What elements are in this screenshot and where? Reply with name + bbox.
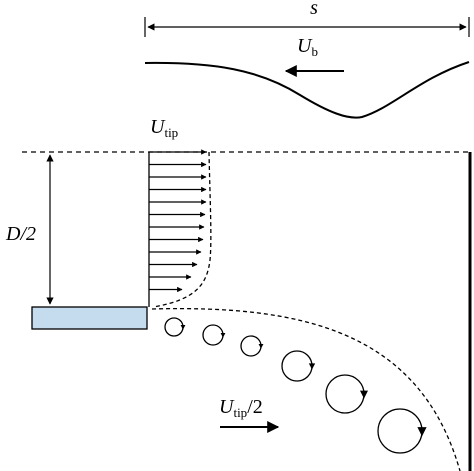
- spacing-dimension: s: [144, 0, 470, 37]
- tip-vortex: [377, 408, 423, 454]
- tip-vortex: [325, 374, 365, 414]
- tip-vortex: [281, 350, 313, 382]
- velocity-profile-curve: [152, 151, 212, 308]
- wake-velocity-label: Utip/2: [219, 396, 263, 420]
- half-diameter-label: D/2: [5, 223, 36, 245]
- spacing-label: s: [310, 0, 318, 19]
- tip-vortex: [164, 317, 184, 337]
- vortex-rotation-arrowhead: [220, 333, 226, 338]
- tip-velocity-label: Utip: [150, 116, 178, 140]
- tip-vortex: [240, 335, 262, 357]
- half-diameter-dimension: D/2: [5, 154, 54, 305]
- blade-velocity-label: Ub: [297, 35, 318, 59]
- vortex-rotation-arrowhead: [308, 363, 316, 370]
- tip-vortex: [202, 324, 224, 346]
- vortex-rotation-arrowhead: [360, 390, 368, 399]
- vortex-rotation-arrowhead: [180, 325, 186, 330]
- velocity-profile-arrows: [149, 149, 207, 293]
- tip-vortices: [164, 317, 427, 454]
- wake-boundary-curve: [151, 307, 461, 471]
- vortex-rotation-arrowhead: [417, 427, 427, 437]
- blade-tip: [31, 306, 148, 330]
- vortex-rotation-arrowhead: [258, 344, 264, 349]
- blade-wave-curve: [144, 61, 470, 119]
